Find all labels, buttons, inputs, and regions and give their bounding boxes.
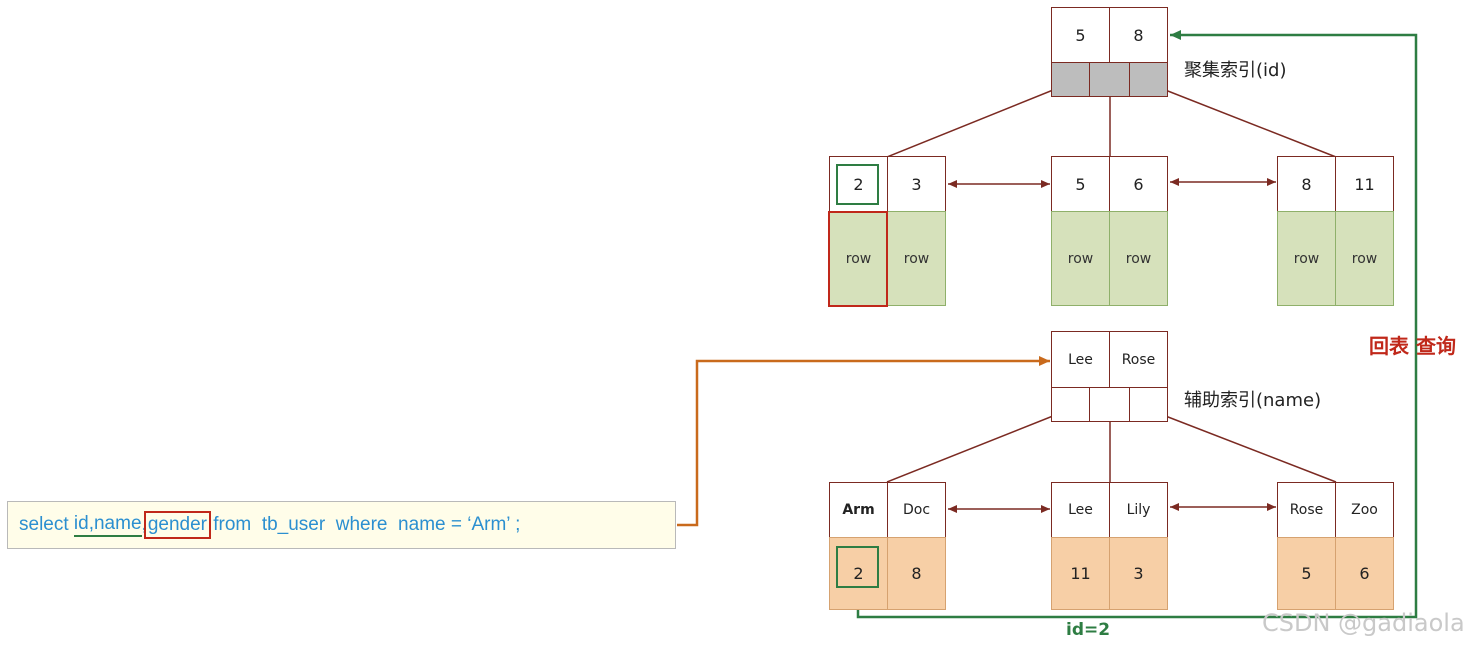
- sql-query-rest: from tb_user where name = ‘Arm’ ;: [207, 514, 521, 535]
- secondary-leaf1-key-1: Arm: [829, 482, 888, 538]
- clustered-row-highlight: [828, 211, 888, 307]
- secondary-edge-right: [1149, 409, 1337, 483]
- clustered-leaf2-key-1: 5: [1051, 156, 1110, 212]
- clustered-leaf3-row-2: row: [1335, 211, 1394, 306]
- clustered-leaf3-key-2: 11: [1335, 156, 1394, 212]
- lookup-arrow: [856, 30, 1418, 619]
- secondary-leaf1-id-2: 8: [887, 537, 946, 610]
- clustered-key-highlight: [836, 164, 879, 205]
- clustered-leaf3-key-1: 8: [1277, 156, 1336, 212]
- secondary-leaf3-key-1: Rose: [1277, 482, 1336, 538]
- secondary-leaf3-key-2: Zoo: [1335, 482, 1394, 538]
- clustered-root-key-1: 5: [1051, 7, 1110, 63]
- secondary-leaf2-key-1: Lee: [1051, 482, 1110, 538]
- secondary-leaf3-id-2: 6: [1335, 537, 1394, 610]
- query-arrow: [677, 356, 1050, 527]
- secondary-leaf2-key-2: Lily: [1109, 482, 1168, 538]
- clustered-root-pointers: [1051, 62, 1168, 97]
- secondary-root-pointers: [1051, 387, 1168, 422]
- id-value-label: id=2: [1066, 620, 1111, 640]
- clustered-leaf2-key-2: 6: [1109, 156, 1168, 212]
- sql-covered-columns: id,name: [73, 513, 142, 537]
- sql-query-box: select id,name , gender from tb_user whe…: [7, 501, 676, 549]
- secondary-leaf1-key-2: Doc: [887, 482, 946, 538]
- sql-comma: ,: [141, 514, 147, 535]
- clustered-leaf1-key-2: 3: [887, 156, 946, 212]
- secondary-leaf2-id-1: 11: [1051, 537, 1110, 610]
- clustered-root-key-2: 8: [1109, 7, 1168, 63]
- secondary-leaf2-id-2: 3: [1109, 537, 1168, 610]
- secondary-leaf3-id-1: 5: [1277, 537, 1336, 610]
- clustered-leaf2-row-1: row: [1051, 211, 1110, 306]
- secondary-index-label: 辅助索引(name): [1184, 390, 1322, 411]
- secondary-root-key-1: Lee: [1051, 331, 1110, 388]
- clustered-leaf1-row-1: row: [829, 211, 888, 306]
- clustered-leaf1-row-2: row: [887, 211, 946, 306]
- sql-uncovered-column: gender: [143, 511, 211, 539]
- secondary-root-key-2: Rose: [1109, 331, 1168, 388]
- clustered-edge-right: [1149, 83, 1337, 158]
- secondary-id-highlight: [836, 546, 879, 588]
- table-lookup-label: 回表 查询: [1369, 334, 1456, 358]
- secondary-edge-left: [886, 409, 1069, 483]
- sql-select-keyword: select: [19, 514, 74, 535]
- clustered-index-label: 聚集索引(id): [1184, 60, 1287, 81]
- watermark: CSDN @gadiaola: [1262, 609, 1465, 637]
- clustered-edge-left: [886, 83, 1069, 158]
- clustered-leaf3-row-1: row: [1277, 211, 1336, 306]
- clustered-leaf2-row-2: row: [1109, 211, 1168, 306]
